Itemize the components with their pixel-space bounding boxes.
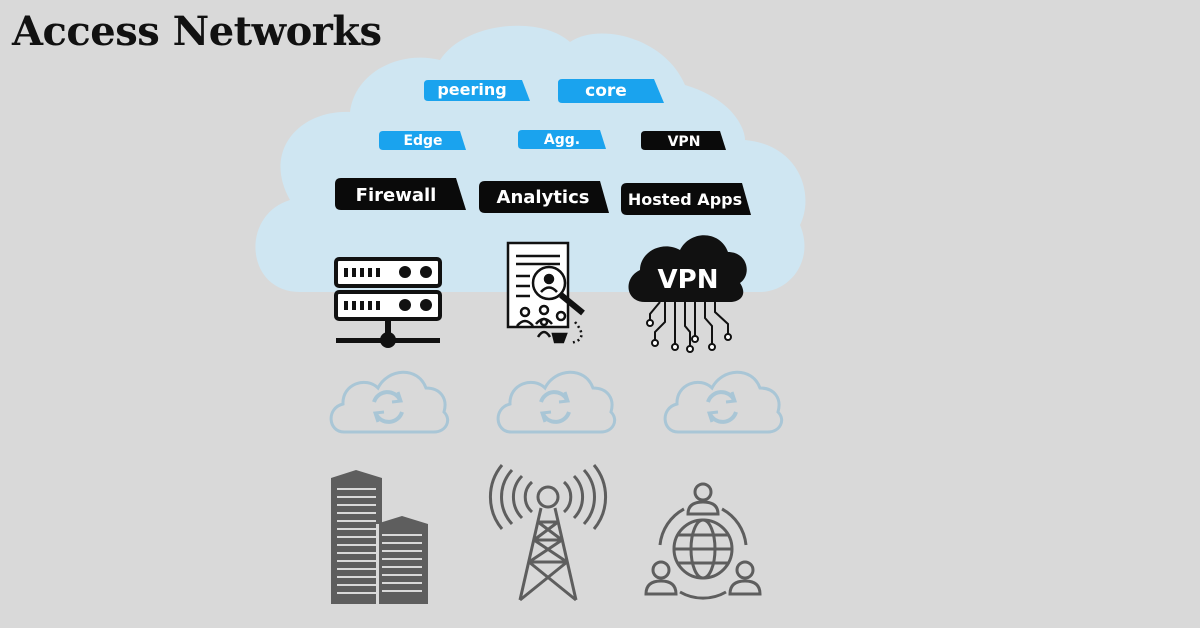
cloud-sync-icon <box>329 370 450 434</box>
svg-text:VPN: VPN <box>658 265 719 295</box>
cloud-sync-icon <box>496 370 617 434</box>
main-cloud-shape <box>255 25 806 293</box>
tag-peering: peering <box>424 80 530 101</box>
svg-text:Analytics: Analytics <box>497 187 590 208</box>
cell-tower-icon <box>488 464 608 602</box>
tag-firewall: Firewall <box>335 178 466 210</box>
analytics-report-icon <box>506 241 585 345</box>
svg-text:Firewall: Firewall <box>356 185 437 206</box>
tag-hosted-apps: Hosted Apps <box>621 183 751 215</box>
svg-text:Agg.: Agg. <box>544 132 580 148</box>
svg-text:VPN: VPN <box>668 134 701 150</box>
tag-core: core <box>558 79 664 103</box>
svg-text:core: core <box>585 81 627 101</box>
cloud-sync-icon <box>663 370 784 434</box>
vpn-cloud-icon: VPN <box>628 235 747 353</box>
svg-text:Edge: Edge <box>403 133 442 149</box>
tag-analytics: Analytics <box>479 181 609 213</box>
global-users-icon <box>644 482 762 600</box>
tag-vpn: VPN <box>641 131 726 150</box>
tag-agg: Agg. <box>518 130 606 149</box>
tag-edge: Edge <box>379 131 466 150</box>
page-title: Access Networks <box>12 8 382 55</box>
svg-text:peering: peering <box>437 80 506 99</box>
svg-text:Hosted Apps: Hosted Apps <box>628 190 742 209</box>
office-buildings-icon <box>331 470 428 604</box>
server-rack-icon <box>334 257 442 348</box>
